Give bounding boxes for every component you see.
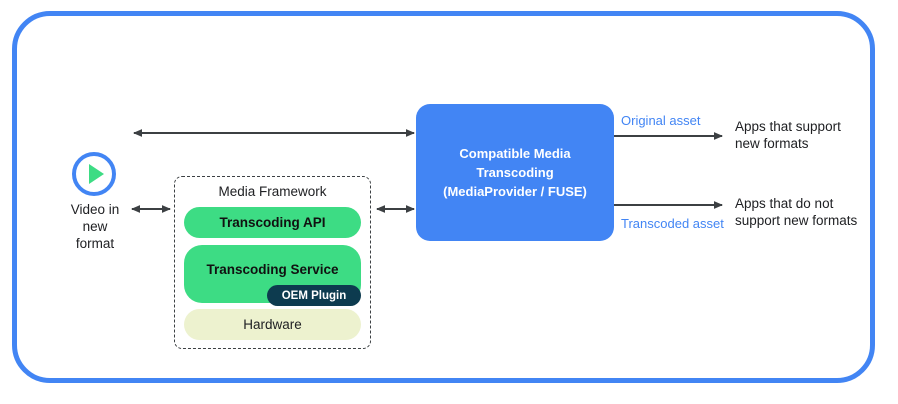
apps-support-label: Apps that support new formats xyxy=(735,118,885,152)
video-source-label-line2: new xyxy=(82,219,108,234)
outer-frame-border xyxy=(12,11,875,383)
original-asset-label: Original asset xyxy=(621,113,701,128)
apps-support-line1: Apps that support xyxy=(735,119,841,134)
video-source-label: Video in new format xyxy=(45,201,145,252)
hardware-box: Hardware xyxy=(184,309,361,340)
cmt-box-text: Compatible Media Transcoding (MediaProvi… xyxy=(443,144,587,201)
apps-no-support-line1: Apps that do not xyxy=(735,196,834,211)
play-icon-triangle xyxy=(89,164,104,184)
media-framework-container xyxy=(174,176,371,349)
cmt-line-2: Transcoding xyxy=(476,165,554,180)
cmt-line-3: (MediaProvider / FUSE) xyxy=(443,184,587,199)
oem-plugin-chip: OEM Plugin xyxy=(267,285,361,306)
play-circle-icon xyxy=(72,152,116,196)
compatible-media-transcoding-box: Compatible Media Transcoding (MediaProvi… xyxy=(416,104,614,241)
video-source-label-line3: format xyxy=(75,236,115,251)
apps-no-support-label: Apps that do not support new formats xyxy=(735,195,885,229)
transcoded-asset-label: Transcoded asset xyxy=(621,216,724,231)
media-framework-title: Media Framework xyxy=(218,184,327,199)
transcoding-api-box: Transcoding API xyxy=(184,207,361,238)
cmt-line-1: Compatible Media xyxy=(459,146,571,161)
apps-support-line2: new formats xyxy=(735,136,809,151)
video-source-label-line1: Video in xyxy=(70,202,120,217)
apps-no-support-line2: support new formats xyxy=(735,213,858,228)
